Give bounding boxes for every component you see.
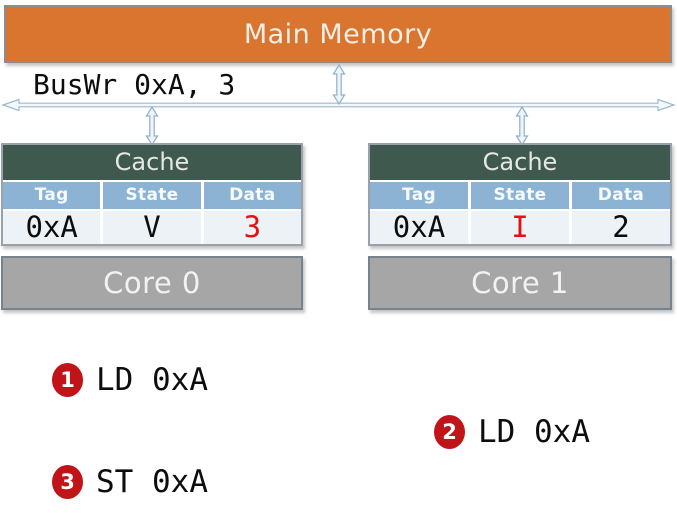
cache1-bus-arrow [515,106,529,146]
event-item-1: 1 LD 0xA [52,362,208,398]
cache0-table: Tag State Data 0xA V 3 [3,180,301,244]
cache1-state-value: I [471,211,569,244]
cache0-title: Cache [3,145,301,180]
event-item-2: 2 LD 0xA [434,414,590,450]
event-label-1: LD 0xA [96,362,208,398]
cache1-col-state: State [471,182,569,209]
cache1-box: Cache Tag State Data 0xA I 2 [368,143,672,246]
core0-label: Core 0 [103,266,201,300]
cache0-col-state: State [103,182,201,209]
memory-bus-arrow [332,64,346,105]
core0-box: Core 0 [1,256,303,310]
event-label-3: ST 0xA [96,464,208,500]
cache0-bus-arrow [145,106,159,146]
bus-write-label: BusWr 0xA, 3 [33,68,236,101]
cache0-state-value: V [103,211,201,244]
cache1-col-tag: Tag [370,182,468,209]
main-memory-label: Main Memory [243,18,433,50]
cache1-col-data: Data [572,182,670,209]
event-item-3: 3 ST 0xA [52,464,208,500]
step-badge-1: 1 [52,363,83,397]
main-memory-box: Main Memory [4,5,672,63]
step-badge-3: 3 [52,465,83,499]
event-label-2: LD 0xA [478,414,590,450]
cache1-title: Cache [370,145,670,180]
bus-arrow [1,98,676,112]
cache0-col-tag: Tag [3,182,101,209]
cache1-table: Tag State Data 0xA I 2 [370,180,670,244]
cache1-data-value: 2 [572,211,670,244]
cache1-tag-value: 0xA [370,211,468,244]
cache0-data-value: 3 [203,211,301,244]
core1-label: Core 1 [471,266,569,300]
step-badge-2: 2 [434,415,465,449]
cache0-box: Cache Tag State Data 0xA V 3 [1,143,303,246]
cache0-col-data: Data [203,182,301,209]
cache0-tag-value: 0xA [3,211,101,244]
core1-box: Core 1 [368,256,672,310]
